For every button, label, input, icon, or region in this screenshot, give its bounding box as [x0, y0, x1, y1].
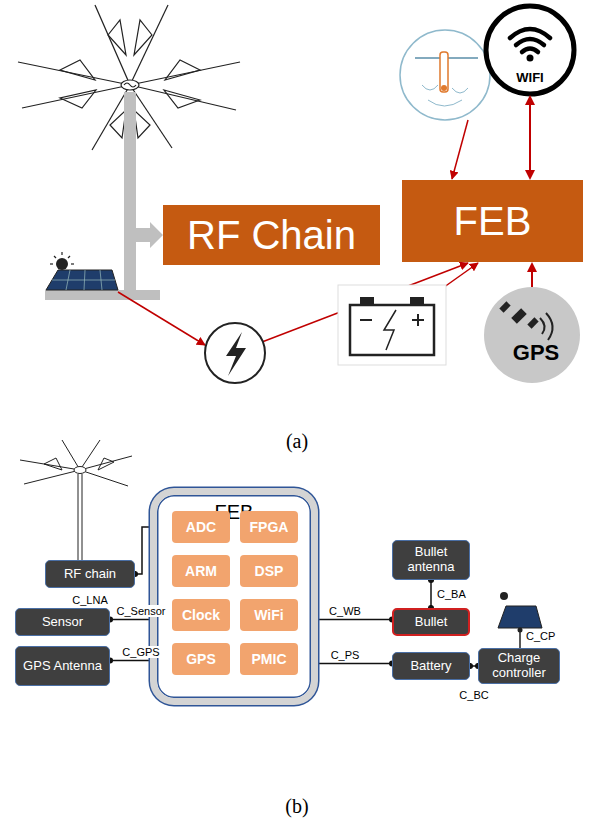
cable-label: C_PS	[330, 649, 361, 661]
chip-box: WiFi	[240, 599, 298, 631]
panel-label: (a)	[286, 430, 308, 453]
wifi-circle: WIFI	[485, 5, 575, 95]
gps-circle: GPS	[484, 287, 580, 383]
module-box: Battery	[392, 652, 470, 680]
chip-box: ADC	[172, 511, 230, 543]
sensor-icon	[400, 30, 490, 120]
cable-label: C_GPS	[121, 646, 160, 658]
node-text: FEB	[454, 199, 532, 244]
chip-box: ARM	[172, 555, 230, 587]
node-text: RF chain	[64, 567, 116, 582]
board-box: FEBADCFPGAARMDSPClockWiFiGPSPMIC	[150, 488, 318, 705]
node-text: WIFI	[516, 70, 543, 85]
node-text: Battery	[410, 659, 451, 674]
cable-label: C_CP	[526, 630, 555, 642]
node-text: GPS	[513, 340, 559, 366]
node-text: Sensor	[42, 615, 83, 630]
connector	[430, 580, 432, 608]
cable-label: C_WB	[328, 605, 362, 617]
satellite-icon	[499, 301, 552, 340]
node-text: RF Chain	[187, 213, 356, 258]
chip-box: PMIC	[240, 643, 298, 675]
node-text: ADC	[186, 519, 216, 535]
node-text: Charge controller	[483, 651, 555, 681]
module-box: Charge controller	[478, 648, 560, 684]
module-box: Bullet antenna	[392, 540, 470, 580]
battery-icon	[338, 285, 446, 365]
node-text: Clock	[182, 607, 220, 623]
chip-box: GPS	[172, 643, 230, 675]
module-box: RF chain	[45, 560, 135, 588]
node-text: DSP	[255, 563, 284, 579]
node-text: Bullet antenna	[397, 545, 465, 575]
node-text: GPS	[186, 651, 216, 667]
node-text: ARM	[185, 563, 217, 579]
module-box: Bullet	[392, 608, 470, 636]
cable-label: C_LNA	[71, 594, 108, 606]
cable-label: C_BA	[436, 588, 467, 600]
node-text: Bullet	[415, 615, 448, 630]
node-text: WiFi	[254, 607, 283, 623]
process-box: FEB	[402, 180, 583, 262]
process-box: RF Chain	[163, 205, 380, 265]
panel-label: (b)	[285, 795, 308, 818]
cable-label: C_BC	[458, 689, 489, 701]
node-text: GPS Antenna	[23, 659, 102, 674]
module-box: Sensor	[15, 608, 110, 636]
module-box: GPS Antenna	[15, 646, 110, 686]
cable-label: C_Sensor	[116, 605, 167, 617]
connector	[531, 272, 533, 287]
chip-box: FPGA	[240, 511, 298, 543]
chip-box: Clock	[172, 599, 230, 631]
node-text: PMIC	[252, 651, 287, 667]
solar-panel	[46, 252, 118, 290]
node-text: FPGA	[250, 519, 289, 535]
connector	[529, 105, 531, 170]
connector	[470, 665, 478, 667]
chip-box: DSP	[240, 555, 298, 587]
